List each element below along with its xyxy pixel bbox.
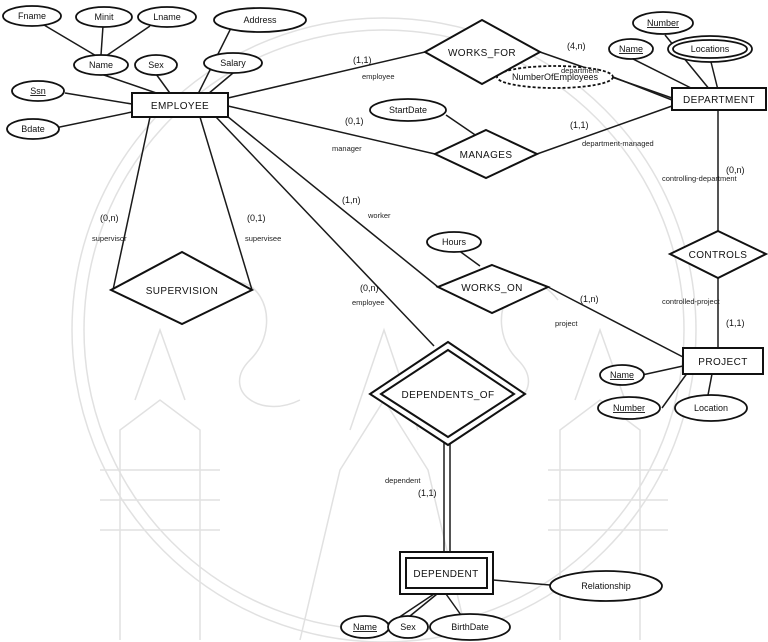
svg-text:DEPENDENT: DEPENDENT bbox=[413, 569, 478, 580]
entity-department: DEPARTMENT bbox=[671, 87, 767, 111]
attribute-dependent-sex: Sex bbox=[387, 615, 429, 639]
cardinality-dependents-of-employee: (0,n) bbox=[360, 283, 379, 293]
svg-text:NumberOfEmployees: NumberOfEmployees bbox=[512, 72, 599, 82]
svg-text:DEPARTMENT: DEPARTMENT bbox=[683, 95, 755, 106]
cardinality-controls-project: (1,1) bbox=[726, 318, 745, 328]
entity-dependent: DEPENDENT bbox=[399, 551, 494, 595]
relationship-controls: CONTROLS bbox=[667, 229, 768, 280]
attribute-department-number: Number bbox=[632, 11, 694, 35]
attribute-salary: Salary bbox=[203, 52, 263, 74]
relationship-dependents-of: DEPENDENTS_OF bbox=[368, 340, 527, 447]
svg-text:Name: Name bbox=[89, 60, 113, 70]
svg-text:PROJECT: PROJECT bbox=[698, 357, 747, 368]
role-manager: manager bbox=[332, 144, 362, 153]
svg-text:Number: Number bbox=[613, 403, 645, 413]
role-department: department bbox=[561, 66, 600, 75]
svg-text:Bdate: Bdate bbox=[21, 124, 45, 134]
svg-text:Lname: Lname bbox=[153, 12, 181, 22]
svg-text:Sex: Sex bbox=[148, 60, 164, 70]
entity-project: PROJECT bbox=[682, 347, 764, 375]
svg-text:Address: Address bbox=[243, 15, 277, 25]
svg-text:WORKS_FOR: WORKS_FOR bbox=[448, 48, 516, 59]
cardinality-labels: (1,1) (4,n) (0,1) (1,1) (0,n) (1,1) (1,n… bbox=[100, 41, 745, 498]
attribute-birth-date: BirthDate bbox=[429, 613, 511, 641]
svg-text:Location: Location bbox=[694, 403, 728, 413]
relationship-supervision: SUPERVISION bbox=[108, 250, 255, 326]
svg-text:BirthDate: BirthDate bbox=[451, 622, 489, 632]
attribute-ssn: Ssn bbox=[11, 80, 65, 102]
role-controlling-department: controlling-department bbox=[662, 174, 738, 183]
cardinality-dependents-of-dependent: (1,1) bbox=[418, 488, 437, 498]
entity-employee: EMPLOYEE bbox=[131, 92, 229, 118]
svg-text:Relationship: Relationship bbox=[581, 581, 631, 591]
cardinality-supervision-supervisor: (0,n) bbox=[100, 213, 119, 223]
attribute-fname: Fname bbox=[2, 5, 62, 27]
role-worker: worker bbox=[367, 211, 391, 220]
svg-text:Minit: Minit bbox=[94, 12, 114, 22]
attribute-number-of-employees: NumberOfEmployees bbox=[496, 65, 614, 89]
cardinality-manages-manager: (0,1) bbox=[345, 116, 364, 126]
attribute-project-name: Name bbox=[599, 364, 645, 386]
attribute-bdate: Bdate bbox=[6, 118, 60, 140]
svg-text:Locations: Locations bbox=[691, 44, 730, 54]
role-supervisor: supervisor bbox=[92, 234, 127, 243]
attribute-sex: Sex bbox=[134, 54, 178, 76]
connector-lines bbox=[43, 24, 719, 619]
svg-text:Fname: Fname bbox=[18, 11, 46, 21]
attribute-lname: Lname bbox=[137, 6, 197, 28]
attribute-hours: Hours bbox=[426, 231, 482, 253]
svg-text:Name: Name bbox=[619, 44, 643, 54]
role-supervisee: supervisee bbox=[245, 234, 281, 243]
cardinality-works-for-department: (4,n) bbox=[567, 41, 586, 51]
svg-text:Number: Number bbox=[647, 18, 679, 28]
attribute-project-number: Number bbox=[597, 396, 661, 420]
attribute-start-date: StartDate bbox=[369, 98, 447, 122]
relationship-manages: MANAGES bbox=[432, 128, 540, 180]
svg-text:MANAGES: MANAGES bbox=[460, 150, 513, 161]
role-employee: employee bbox=[362, 72, 395, 81]
svg-text:DEPENDENTS_OF: DEPENDENTS_OF bbox=[402, 390, 495, 401]
role-department-managed-1: department-managed bbox=[582, 139, 654, 148]
svg-text:CONTROLS: CONTROLS bbox=[689, 250, 748, 261]
svg-text:EMPLOYEE: EMPLOYEE bbox=[151, 101, 209, 112]
relationship-works-on: WORKS_ON bbox=[435, 263, 551, 315]
cardinality-works-for-employee: (1,1) bbox=[353, 55, 372, 65]
svg-text:Name: Name bbox=[610, 370, 634, 380]
relationship-works-for: WORKS_FOR bbox=[422, 18, 543, 86]
svg-text:Hours: Hours bbox=[442, 237, 467, 247]
svg-text:Name: Name bbox=[353, 622, 377, 632]
cardinality-supervision-supervisee: (0,1) bbox=[247, 213, 266, 223]
attribute-department-name: Name bbox=[608, 38, 654, 60]
attribute-address: Address bbox=[213, 7, 307, 33]
svg-text:Ssn: Ssn bbox=[30, 86, 46, 96]
attribute-project-location: Location bbox=[674, 394, 748, 422]
role-dependents-employee: employee bbox=[352, 298, 385, 307]
cardinality-works-on-project: (1,n) bbox=[580, 294, 599, 304]
role-controlled-project: controlled-project bbox=[662, 297, 720, 306]
cardinality-manages-department: (1,1) bbox=[570, 120, 589, 130]
role-project: project bbox=[555, 319, 578, 328]
role-labels: employee department manager department-m… bbox=[92, 66, 738, 485]
attribute-dependent-name: Name bbox=[340, 615, 390, 639]
svg-text:Salary: Salary bbox=[220, 58, 246, 68]
svg-text:Sex: Sex bbox=[400, 622, 416, 632]
attribute-locations: Locations bbox=[667, 35, 753, 63]
cardinality-controls-department: (0,n) bbox=[726, 165, 745, 175]
cardinality-works-on-worker: (1,n) bbox=[342, 195, 361, 205]
svg-text:WORKS_ON: WORKS_ON bbox=[461, 283, 523, 294]
role-dependent: dependent bbox=[385, 476, 421, 485]
attribute-employee-name: Name bbox=[73, 54, 129, 76]
svg-text:SUPERVISION: SUPERVISION bbox=[146, 286, 219, 297]
svg-text:StartDate: StartDate bbox=[389, 105, 427, 115]
attribute-minit: Minit bbox=[75, 6, 133, 28]
attribute-relationship: Relationship bbox=[549, 570, 663, 602]
